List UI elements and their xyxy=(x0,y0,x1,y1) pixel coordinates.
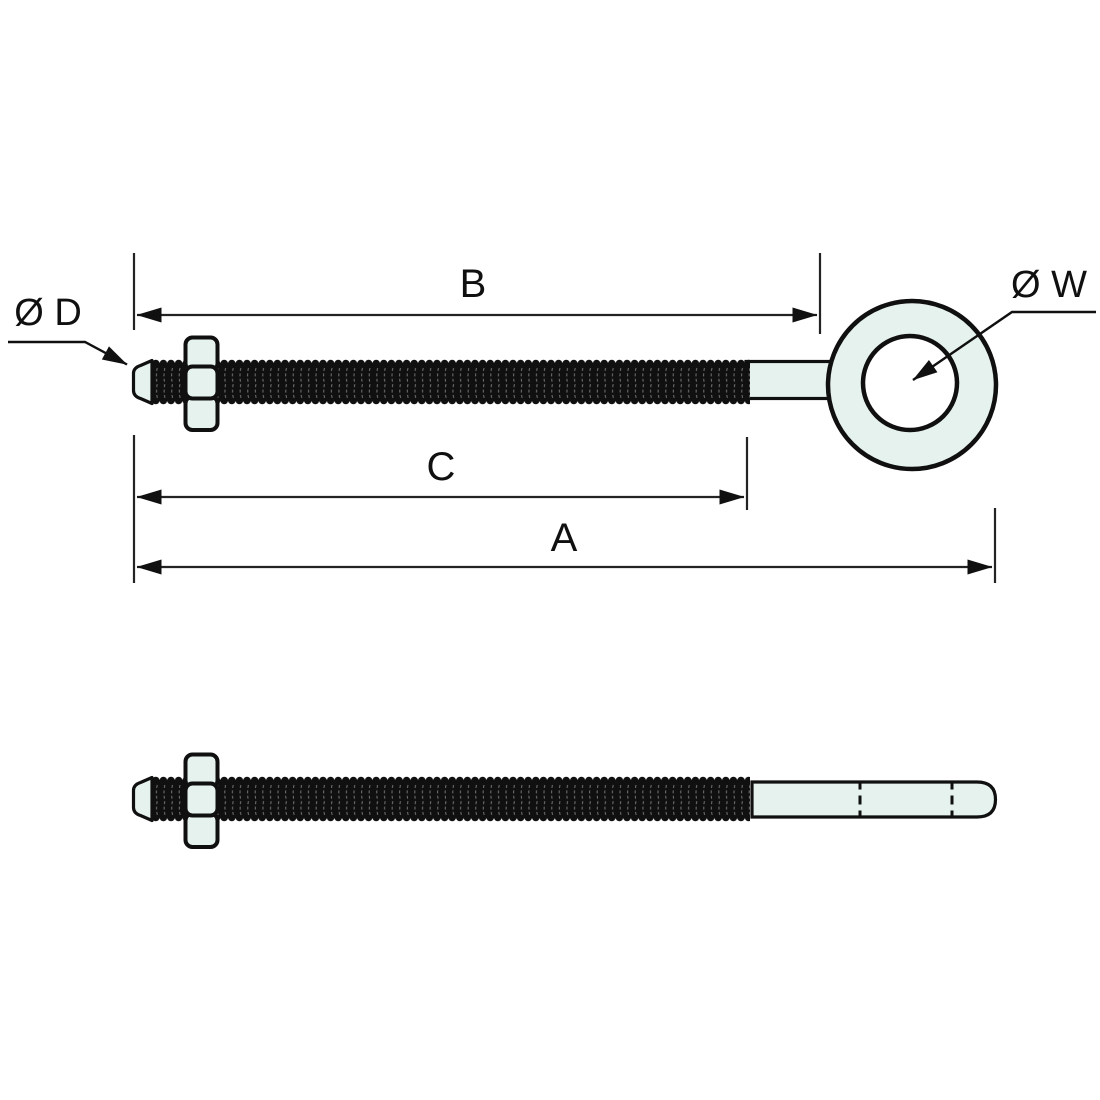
diameter-w-label: Ø W xyxy=(1011,264,1087,306)
diameter-d-label: Ø D xyxy=(14,292,82,334)
dimension-c: C xyxy=(136,445,745,505)
dimension-c-label: C xyxy=(427,445,456,489)
plain-shank-profile xyxy=(750,780,998,819)
bolt-tip xyxy=(131,358,154,406)
dimension-a-label: A xyxy=(551,516,578,560)
hex-nut xyxy=(183,335,220,432)
callout-diameter-d: Ø D xyxy=(8,292,128,366)
dimension-a: A xyxy=(136,516,993,575)
hex-nut-middle-face xyxy=(183,364,220,401)
dimensions: B C A Ø D Ø W xyxy=(8,253,1096,583)
threaded-shaft xyxy=(152,359,750,405)
front-section-profile xyxy=(131,752,752,849)
leader-line-d xyxy=(8,340,128,366)
dimension-b: B xyxy=(136,262,818,323)
top-view xyxy=(131,298,999,472)
front-section xyxy=(131,335,750,432)
eye-hole xyxy=(860,333,960,433)
callout-diameter-w: Ø W xyxy=(912,264,1096,381)
leader-line-w xyxy=(912,310,1096,381)
bottom-view xyxy=(131,752,998,849)
dimension-b-label: B xyxy=(460,262,487,306)
hex-nut-bottom-face xyxy=(183,394,220,432)
